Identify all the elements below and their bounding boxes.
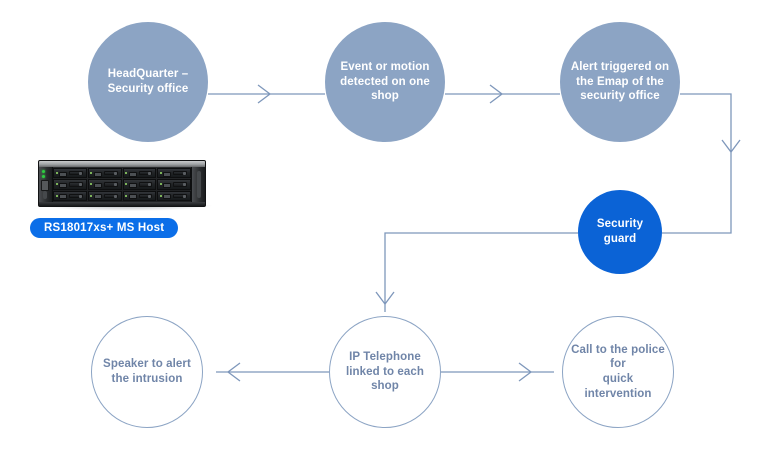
server-chassis <box>38 160 206 207</box>
server-bottom-strip <box>39 202 205 206</box>
connector-alert-to-guard <box>662 93 741 234</box>
drive-bay[interactable] <box>87 190 122 201</box>
drive-bay-grid <box>53 168 191 201</box>
rackmount-nas-image <box>38 160 213 240</box>
power-led-icon <box>42 170 45 173</box>
rack-handle-left <box>43 191 47 199</box>
server-model-badge: RS18017xs+ MS Host <box>30 218 179 238</box>
drive-bay[interactable] <box>53 168 87 179</box>
drive-bay[interactable] <box>53 179 87 190</box>
server-top-strip <box>39 161 205 167</box>
connector-headquarter-to-event <box>208 84 325 104</box>
drive-bay[interactable] <box>53 190 87 201</box>
drive-bay[interactable] <box>157 179 191 190</box>
node-headquarter[interactable]: HeadQuarter –Security office <box>88 22 208 142</box>
connector-event-to-alert <box>445 84 560 104</box>
rack-handle-right <box>197 171 201 198</box>
connector-telephone-to-police <box>441 362 554 382</box>
drive-bay[interactable] <box>122 190 157 201</box>
connector-telephone-to-speaker <box>216 362 329 382</box>
drive-bay[interactable] <box>157 190 191 201</box>
server-shadow <box>40 205 212 211</box>
power-button-icon[interactable] <box>41 180 49 191</box>
status-led-icon <box>42 175 45 178</box>
drive-bay[interactable] <box>87 168 122 179</box>
drive-bay[interactable] <box>122 179 157 190</box>
server-left-ear <box>39 167 53 202</box>
server-right-ear <box>191 167 205 202</box>
node-headquarter-label: HeadQuarter –Security office <box>107 68 189 95</box>
connector-guard-to-telephone <box>375 232 578 312</box>
drive-bay[interactable] <box>87 179 122 190</box>
drive-bay[interactable] <box>157 168 191 179</box>
drive-bay[interactable] <box>122 168 157 179</box>
